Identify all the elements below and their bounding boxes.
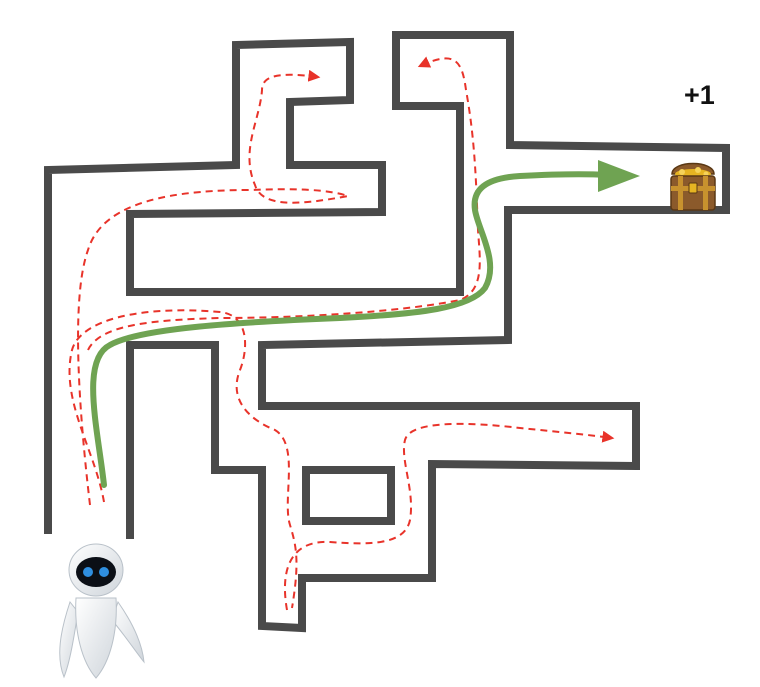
robot-right-arm	[111, 600, 145, 664]
maze-wall-inner-block	[302, 466, 395, 525]
success-path-arrowhead	[598, 160, 640, 192]
explore-path-upper-right	[87, 56, 481, 351]
robot-left-arm	[59, 600, 79, 679]
robot-body	[75, 597, 117, 679]
robot-icon	[59, 543, 145, 679]
explore-path-upper-left	[77, 69, 352, 506]
reward-label: +1	[684, 80, 715, 110]
explore-path-lower-right	[283, 422, 615, 611]
robot-left-eye	[83, 567, 93, 577]
success-path-line	[90, 171, 609, 488]
maze-wall-left-outer	[44, 31, 730, 633]
robot-right-eye	[99, 567, 109, 577]
robot-visor	[76, 557, 116, 587]
treasure-chest-icon	[670, 162, 716, 211]
explore-path-far-left	[68, 309, 298, 609]
